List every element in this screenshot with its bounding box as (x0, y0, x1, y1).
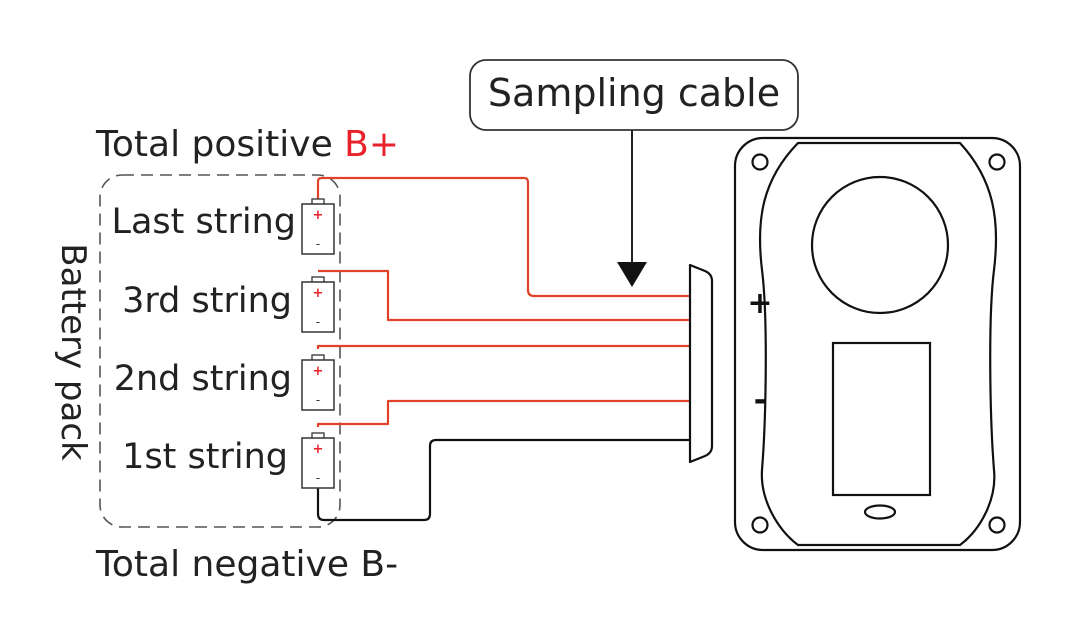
device-plus-label: + (747, 286, 772, 321)
callout-label: Sampling cable (488, 71, 780, 115)
device-indicator-led (863, 504, 897, 520)
battery-cell-2nd: + - (301, 354, 335, 411)
cell-minus-mark: - (316, 237, 320, 251)
battery-cell-3rd: + - (301, 276, 335, 333)
battery-pack-outline (99, 174, 341, 528)
string-label-3rd: 3rd string (122, 281, 292, 321)
b-plus-label: B+ (344, 124, 399, 165)
device-mount-hole-top-right (988, 153, 1006, 171)
battery-cell-last: + - (301, 198, 335, 255)
cell-minus-mark: - (316, 471, 320, 485)
device-display-screen (831, 341, 932, 497)
wire-total-negative (316, 438, 690, 522)
device-mount-hole-bottom-left (751, 516, 769, 534)
cell-plus-mark: + (313, 442, 324, 457)
cell-plus-mark: + (313, 364, 324, 379)
cell-body (301, 437, 335, 489)
total-positive-label: Total positive B+ (95, 124, 399, 165)
cell-body (301, 203, 335, 255)
sampling-connector (688, 263, 714, 464)
cell-plus-mark: + (313, 208, 324, 223)
string-label-last: Last string (111, 202, 296, 242)
cell-body (301, 359, 335, 411)
callout-box (469, 59, 799, 131)
wire-total-positive (316, 176, 690, 298)
device-round-window (810, 175, 950, 315)
battery-pack-label: Battery pack (53, 243, 93, 461)
total-negative-label: Total negative B- (95, 544, 398, 585)
device-mount-hole-top-left (751, 153, 769, 171)
monitor-device (733, 136, 1022, 552)
device-mount-hole-bottom-right (988, 516, 1006, 534)
string-label-1st: 1st string (122, 437, 288, 477)
cell-body (301, 281, 335, 333)
cell-plus-mark: + (313, 286, 324, 301)
battery-cell-1st: + - (301, 432, 335, 489)
sampling-cable-callout: Sampling cable (469, 59, 799, 287)
callout-arrowhead (617, 262, 647, 287)
wire-string-1 (316, 399, 690, 427)
cell-minus-mark: - (316, 393, 320, 407)
wire-string-2 (316, 344, 690, 349)
wire-string-3 (318, 269, 690, 322)
string-label-2nd: 2nd string (114, 359, 292, 399)
device-minus-label: - (754, 383, 766, 418)
cell-minus-mark: - (316, 315, 320, 329)
device-front-panel (758, 141, 998, 547)
